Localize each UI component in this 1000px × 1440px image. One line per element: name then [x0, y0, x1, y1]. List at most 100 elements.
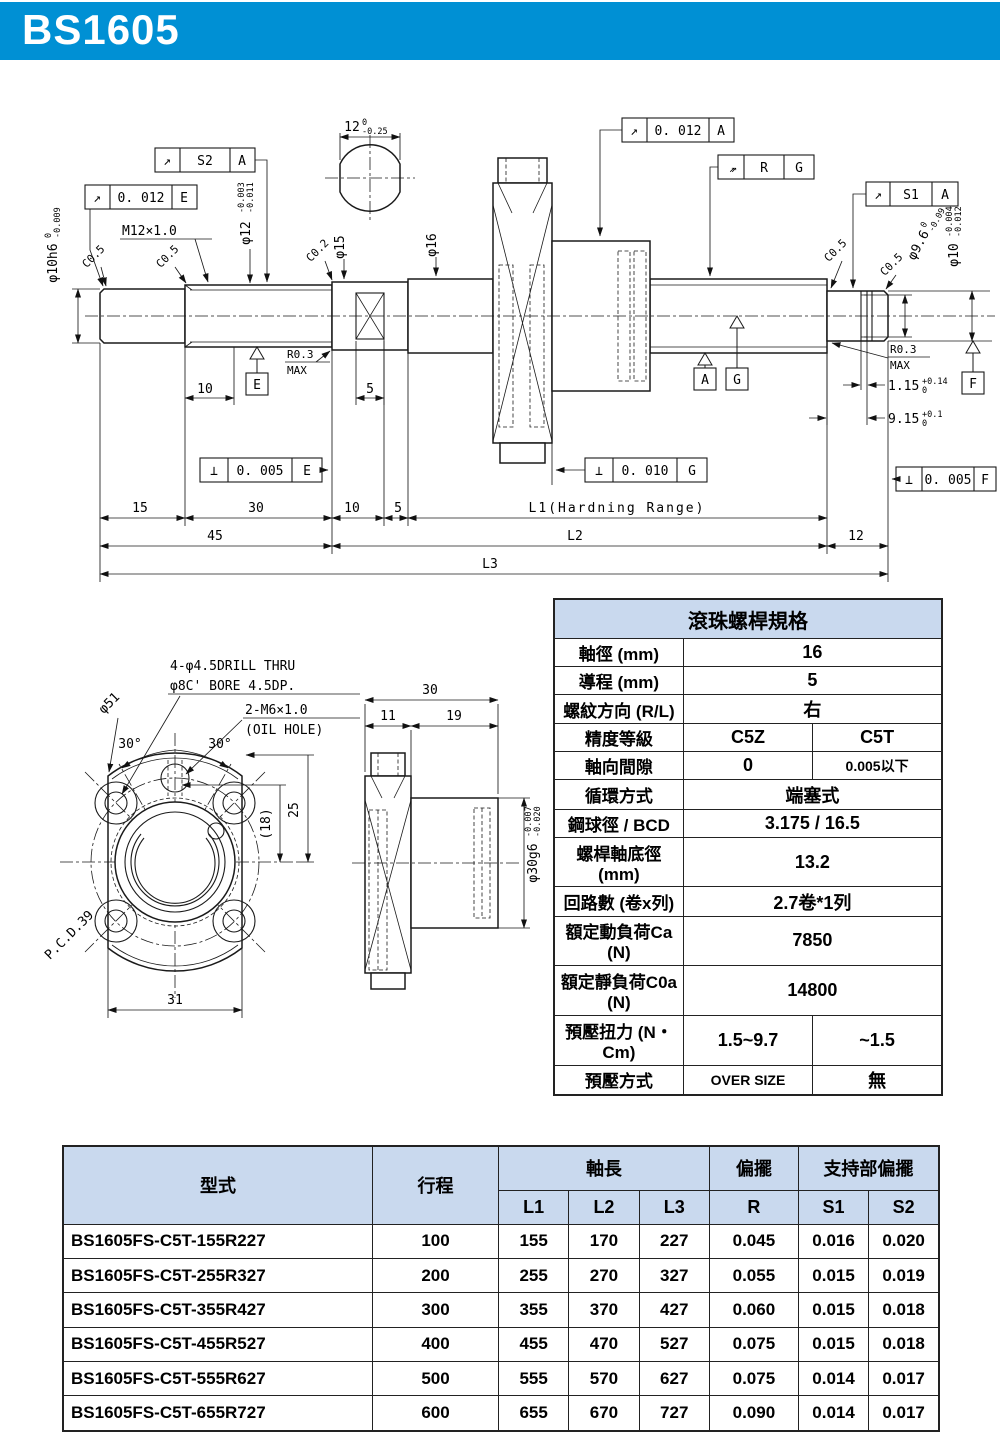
spec-value: 2.7卷*1列	[682, 886, 943, 917]
cell-stroke: 500	[372, 1360, 499, 1397]
cell-s2: 0.019	[868, 1257, 940, 1294]
gdt-perpe-datum: E	[303, 464, 311, 479]
table-row: BS1605FS-C5T-655R727 600 655 670 727 0.0…	[62, 1395, 940, 1432]
cell-r: 0.045	[708, 1223, 799, 1259]
cell-model: BS1605FS-C5T-455R527	[62, 1326, 373, 1362]
cell-model: BS1605FS-C5T-155R227	[62, 1223, 373, 1259]
dim-phi51: φ51	[96, 690, 123, 717]
gdt-perpf-datum: F	[981, 473, 989, 488]
spec-value: 13.2	[682, 836, 943, 888]
spec-label: 導程 (mm)	[553, 666, 684, 696]
spec-label: 額定動負荷Ca (N)	[553, 915, 684, 967]
note-r03-left: R0.3 MAX	[285, 348, 330, 377]
col-runout: 偏擺	[708, 1145, 799, 1191]
cell-s1: 0.014	[797, 1395, 870, 1432]
chain-12: 12	[848, 529, 864, 544]
page-title: BS1605	[22, 6, 180, 53]
dim-115-main: 1.15	[888, 379, 919, 394]
gdt-perpe-val: 0. 005	[237, 464, 284, 479]
dim-phi10h6-dn: -0.009	[53, 207, 63, 238]
spec-label: 軸向間隙	[553, 751, 684, 781]
chamfer-c05a: C0.5	[80, 243, 108, 271]
spec-label: 預壓扭力 (N・Cm)	[553, 1014, 684, 1066]
cell-s1: 0.016	[797, 1223, 870, 1259]
table-row: BS1605FS-C5T-455R527 400 455 470 527 0.0…	[62, 1326, 940, 1362]
cell-l3: 227	[638, 1223, 710, 1259]
spec-value: 1.5~9.7	[682, 1014, 814, 1066]
gdt-s2a-val: S2	[197, 154, 213, 169]
dim-phi16-label: φ16	[425, 233, 440, 256]
cell-s1: 0.015	[797, 1292, 870, 1328]
spec-label: 鋼球徑 / BCD	[553, 808, 684, 838]
gdt-frame-0012a: ↗ 0. 012 A	[597, 117, 735, 237]
gdt-rg-sym: ↗↗	[729, 164, 736, 175]
dim-phi12-main: φ12	[239, 221, 254, 244]
r03-right-max: MAX	[890, 359, 910, 372]
gdt-frame-rg: ↗↗ R G	[707, 154, 815, 277]
main-shaft-drawing: 12 0 -0.25 ↗ S2 A ↗ 0. 012 E ↗ 0. 012 A	[44, 117, 997, 582]
cell-stroke: 300	[372, 1292, 499, 1328]
gdt-perpf-sym: ⊥	[905, 473, 913, 488]
dim-phi96-main: φ9.6	[905, 228, 933, 263]
spec-value: 5	[682, 666, 943, 696]
spec-label: 精度等級	[553, 723, 684, 753]
gdt-rg-val: R	[760, 161, 768, 176]
gdt-s1a-val: S1	[903, 188, 919, 203]
cell-stroke: 100	[372, 1223, 499, 1259]
cell-s2: 0.018	[868, 1326, 940, 1362]
cell-s1: 0.015	[797, 1257, 870, 1294]
dim-phi15: φ15	[333, 235, 348, 280]
gdt-rg-datum: G	[795, 161, 803, 176]
chain-30: 30	[248, 501, 264, 516]
dim-phi30g6-dn: -0.020	[533, 806, 543, 837]
cell-l1: 355	[497, 1292, 570, 1328]
table-row: BS1605FS-C5T-155R227 100 155 170 227 0.0…	[62, 1223, 940, 1259]
gdt-frame-s2a: ↗ S2 A	[154, 147, 270, 283]
cell-r: 0.055	[708, 1257, 799, 1294]
cell-stroke: 400	[372, 1326, 499, 1362]
cell-model: BS1605FS-C5T-355R427	[62, 1292, 373, 1328]
dim-phi10r-main: φ10	[947, 243, 962, 266]
dim-18: (18)	[259, 808, 274, 839]
cell-l3: 727	[638, 1395, 710, 1432]
cell-stroke: 600	[372, 1395, 499, 1432]
nut-side-view	[352, 752, 520, 990]
cell-r: 0.090	[708, 1395, 799, 1432]
note-cbore: φ8C' BORE 4.5DP.	[170, 679, 295, 694]
cell-l1: 655	[497, 1395, 570, 1432]
flats-section-view: 12 0 -0.25	[325, 118, 415, 221]
cell-s1: 0.015	[797, 1326, 870, 1362]
spec-table: 滾珠螺桿規格 軸徑 (mm) 16 導程 (mm) 5 螺紋方向 (R/L) 右…	[553, 598, 943, 1096]
gdt-frame-perp-g: ⊥ 0. 010 G	[551, 443, 708, 485]
datum-e: E	[245, 346, 269, 396]
spec-label: 額定靜負荷C0a (N)	[553, 965, 684, 1016]
dim-phi10r-up: -0.004	[945, 206, 955, 237]
spec-value: 右	[682, 694, 943, 725]
dim-phi16: φ16	[425, 233, 440, 277]
title-banner: BS1605	[0, 2, 1000, 60]
spec-label: 預壓方式	[553, 1064, 684, 1096]
gdt-0012a-datum: A	[717, 124, 725, 139]
cell-r: 0.075	[708, 1326, 799, 1362]
chamfer-labels-left: C0.5 C0.5 C0.2	[80, 237, 333, 287]
spec-value: 16	[682, 637, 943, 668]
dim-phi10h6: φ10h6 0 -0.009	[44, 207, 100, 344]
dim-phi12-dn: -0.011	[246, 182, 256, 213]
note-oil: (OIL HOLE)	[245, 723, 323, 738]
dim-12-flats-up: 0	[362, 118, 367, 128]
gdt-0012a-val: 0. 012	[655, 124, 702, 139]
table-row: BS1605FS-C5T-555R627 500 555 570 627 0.0…	[62, 1360, 940, 1397]
dim-25: 25	[287, 802, 302, 818]
dim-10-relief: 10	[184, 347, 235, 405]
col-l2: L2	[568, 1189, 640, 1225]
cell-l1: 255	[497, 1257, 570, 1294]
dim-phi12-up: -0.003	[237, 182, 247, 213]
dim-10-relief-text: 10	[197, 382, 213, 397]
cell-l3: 527	[638, 1326, 710, 1362]
spec-label: 螺桿軸底徑 (mm)	[553, 836, 684, 888]
cell-l3: 327	[638, 1257, 710, 1294]
note-m6: 2-M6×1.0	[245, 703, 308, 718]
spec-value: OVER SIZE	[682, 1064, 814, 1096]
flange-nut-drawing: 4-φ4.5DRILL THRU φ8C' BORE 4.5DP. 2-M6×1…	[42, 659, 543, 1018]
r03-left-max: MAX	[287, 364, 307, 377]
